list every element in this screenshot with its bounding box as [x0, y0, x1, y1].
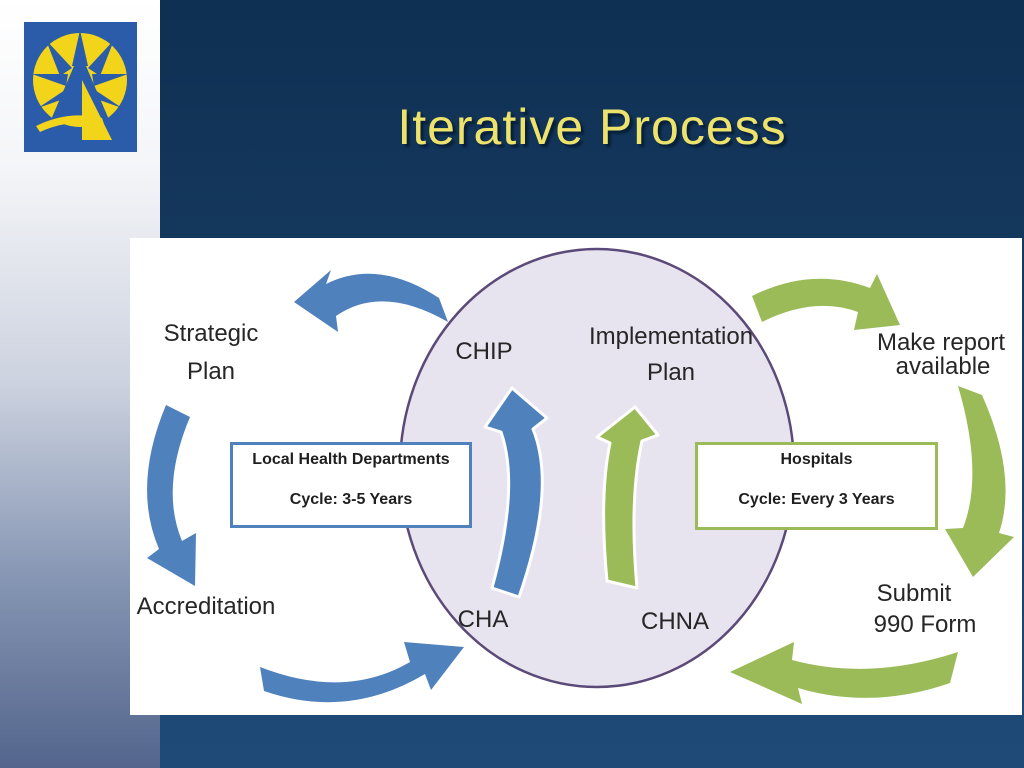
organization-logo — [24, 22, 137, 152]
diagram-panel: CHIP Implementation Plan CHA CHNA Strate… — [130, 238, 1022, 715]
arrow-cha-to-chip — [483, 386, 549, 599]
sunburst-logo-icon — [24, 22, 137, 152]
arrow-strategic-plan-to-accreditation — [147, 405, 196, 586]
label-make-report-line1: Make report — [876, 329, 1006, 356]
label-strategic-plan-line1: Strategic — [163, 320, 259, 347]
local-health-departments-box: Local Health Departments Cycle: 3-5 Year… — [230, 442, 472, 528]
label-make-report-line2: available — [895, 353, 991, 380]
label-chna: CHNA — [640, 608, 710, 635]
arrow-chip-to-strategic-plan — [294, 270, 448, 332]
local-health-box-cycle: Cycle: 3-5 Years — [289, 491, 413, 508]
sun-rays-icon — [32, 30, 128, 122]
logo-mountain-swoosh-icon — [36, 80, 112, 140]
local-health-box-title: Local Health Departments — [252, 451, 450, 468]
arrow-chna-to-implementation — [595, 405, 660, 590]
label-implementation-line2: Plan — [646, 359, 696, 386]
label-submit-line1: Submit — [876, 580, 952, 607]
cycle-diagram — [147, 247, 1014, 704]
hospitals-box: Hospitals Cycle: Every 3 Years — [695, 442, 938, 530]
label-chip: CHIP — [455, 338, 513, 365]
hospitals-box-cycle: Cycle: Every 3 Years — [738, 491, 895, 508]
label-accreditation: Accreditation — [136, 593, 276, 620]
label-implementation-line1: Implementation — [588, 323, 754, 350]
arrow-implementation-to-make-report — [752, 274, 900, 330]
hospitals-box-title: Hospitals — [780, 451, 853, 468]
label-submit-line2: 990 Form — [873, 611, 977, 638]
label-strategic-plan-line2: Plan — [186, 358, 236, 385]
arrow-make-report-to-submit-990 — [945, 386, 1014, 577]
arrow-accreditation-to-cha — [260, 642, 464, 703]
label-cha: CHA — [457, 606, 509, 633]
arrow-submit-990-to-chna — [730, 642, 958, 704]
page-title: Iterative Process — [397, 99, 787, 155]
